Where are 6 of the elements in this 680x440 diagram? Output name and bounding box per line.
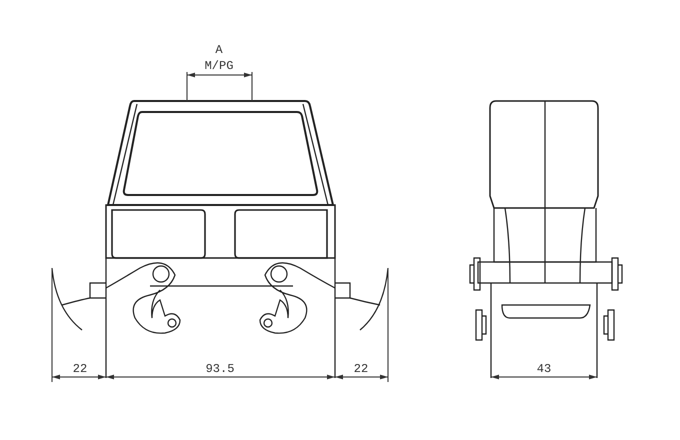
thread-label: A: [215, 44, 223, 57]
dimension-value: 22: [72, 363, 88, 376]
dimension-value: 43: [536, 363, 552, 376]
thread-label: M/PG: [204, 60, 234, 73]
dimension-value: 22: [354, 363, 368, 376]
dimension-value: 93.5: [206, 363, 234, 376]
